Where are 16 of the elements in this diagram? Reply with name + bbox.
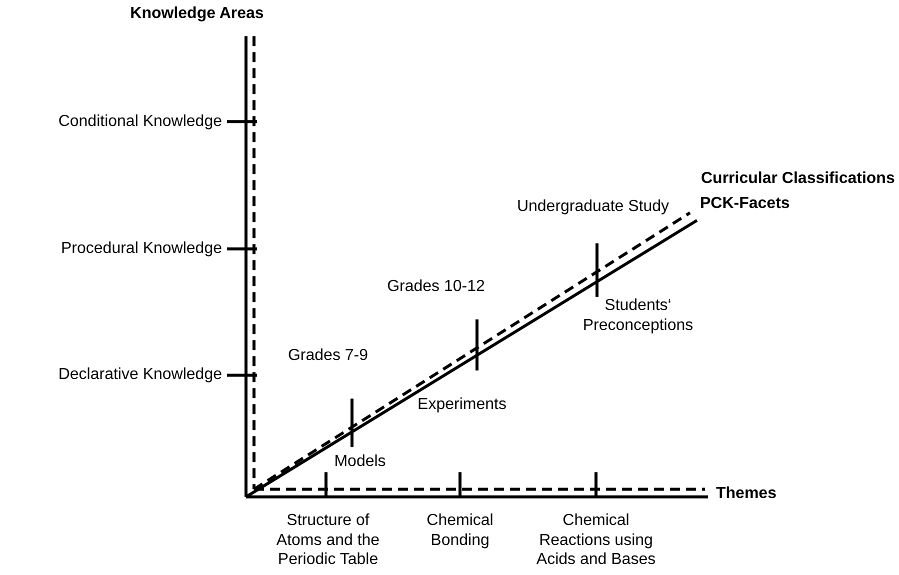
axis-label: Chemical Reactions using Acids and Bases bbox=[535, 511, 657, 570]
axis-title: Knowledge Areas bbox=[130, 4, 264, 24]
axis-label: Declarative Knowledge bbox=[58, 366, 222, 385]
axis-label: Grades 7-9 bbox=[288, 346, 368, 366]
axis-label: Students‘ Preconceptions bbox=[582, 296, 694, 336]
axis-title: Curricular Classifications bbox=[701, 168, 895, 188]
axis-label: Conditional Knowledge bbox=[58, 112, 222, 132]
axis-label: Models bbox=[334, 452, 386, 472]
axis-label: Grades 10-12 bbox=[387, 277, 485, 297]
axis-title: PCK-Facets bbox=[700, 194, 790, 214]
axis-label: Chemical Bonding bbox=[426, 511, 494, 550]
axis-title: Themes bbox=[716, 484, 776, 504]
axis-label: Structure of Atoms and the Periodic Table bbox=[275, 511, 381, 570]
axis-label: Experiments bbox=[418, 394, 506, 414]
axis-label: Undergraduate Study bbox=[516, 197, 670, 217]
axis-label: Procedural Knowledge bbox=[61, 239, 222, 259]
